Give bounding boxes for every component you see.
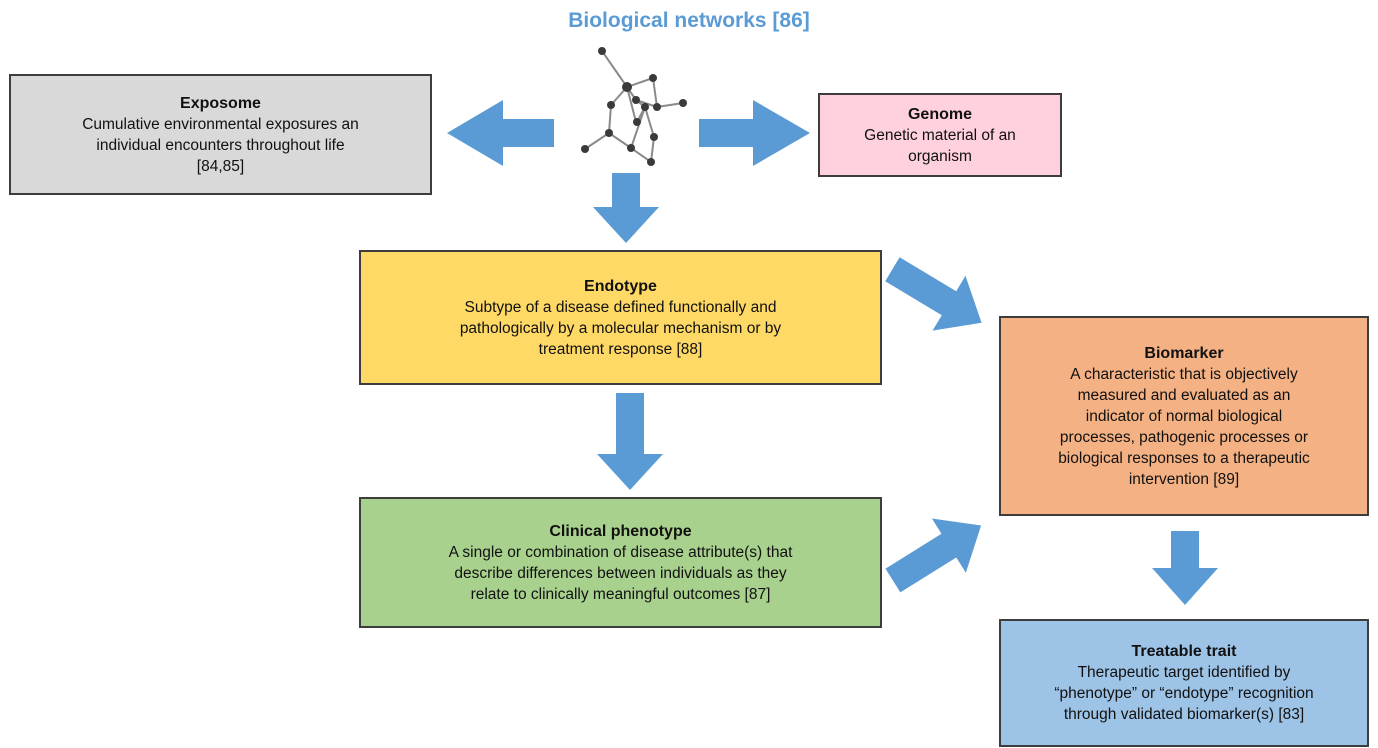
exposome-line-1: Cumulative environmental exposures an: [82, 115, 359, 133]
biomarker-line-4: processes, pathogenic processes or: [1059, 428, 1309, 446]
endotype-line-1: Subtype of a disease defined functionall…: [464, 298, 777, 316]
clinical-phenotype-title: Clinical phenotype: [549, 522, 692, 540]
biomarker-line-3: indicator of normal biological: [1085, 407, 1283, 425]
treatable-trait-line-2: “phenotype” or “endotype” recognition: [1054, 685, 1314, 702]
arrows: [447, 100, 1218, 605]
arrow-down-to-clinical: [597, 393, 663, 490]
genome-title: Genome: [907, 105, 972, 123]
diagram-title: Biological networks [86]: [568, 9, 810, 32]
treatable-trait-box: Treatable trait Therapeutic target ident…: [999, 619, 1369, 747]
network-graph-icon: [581, 47, 687, 166]
arrow-diagonal-from-clinical: [885, 518, 982, 593]
clinical-phenotype-box: Clinical phenotype A single or combinati…: [359, 497, 882, 628]
arrow-right-to-genome: [699, 100, 810, 166]
biomarker-line-5: biological responses to a therapeutic: [1058, 449, 1310, 467]
genome-line-2: organism: [908, 147, 972, 165]
biomarker-line-1: A characteristic that is objectively: [1070, 365, 1298, 383]
genome-line-1: Genetic material of an: [864, 126, 1016, 144]
treatable-trait-title: Treatable trait: [1131, 643, 1237, 660]
exposome-title: Exposome: [180, 94, 261, 112]
genome-box: Genome Genetic material of an organism: [818, 93, 1062, 177]
biomarker-box: Biomarker A characteristic that is objec…: [999, 316, 1369, 516]
exposome-line-3: [84,85]: [196, 157, 245, 175]
biomarker-line-2: measured and evaluated as an: [1077, 386, 1291, 404]
clinical-phenotype-line-1: A single or combination of disease attri…: [448, 543, 793, 561]
exposome-box: Exposome Cumulative environmental exposu…: [9, 74, 432, 195]
exposome-line-2: individual encounters throughout life: [96, 136, 345, 154]
arrow-down-to-endotype: [593, 173, 659, 243]
endotype-line-2: pathologically by a molecular mechanism …: [459, 319, 782, 337]
clinical-phenotype-line-2: describe differences between individuals…: [454, 564, 787, 582]
clinical-phenotype-line-3: relate to clinically meaningful outcomes…: [470, 585, 771, 603]
endotype-line-3: treatment response [88]: [538, 340, 703, 358]
endotype-box: Endotype Subtype of a disease defined fu…: [359, 250, 882, 385]
treatable-trait-line-3: through validated biomarker(s) [83]: [1063, 706, 1305, 723]
arrow-down-to-treatable: [1152, 531, 1218, 605]
biomarker-line-6: intervention [89]: [1128, 470, 1240, 488]
arrow-diagonal-to-biomarker: [885, 257, 982, 331]
endotype-title: Endotype: [584, 277, 657, 295]
arrow-left-to-exposome: [447, 100, 554, 166]
biomarker-title: Biomarker: [1144, 344, 1224, 362]
treatable-trait-line-1: Therapeutic target identified by: [1077, 664, 1291, 681]
